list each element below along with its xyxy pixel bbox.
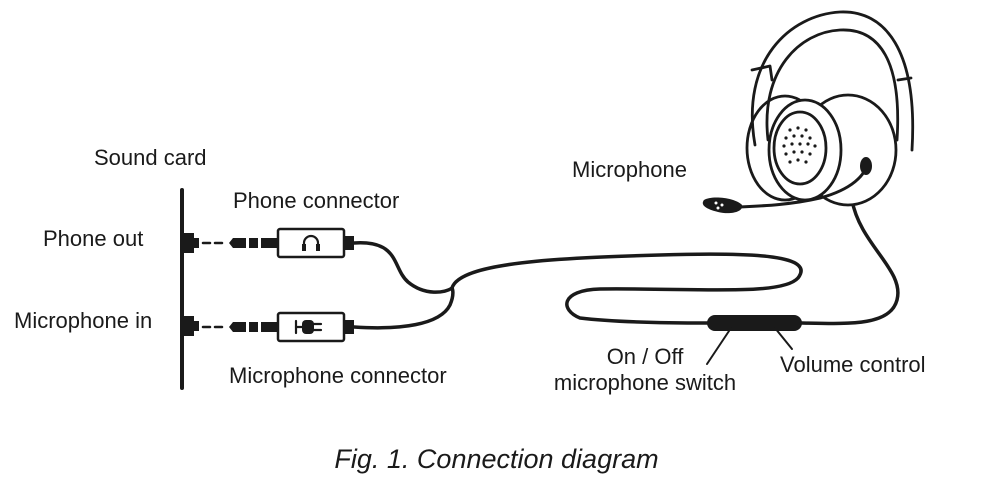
figure-caption: Fig. 1. Connection diagram — [334, 444, 659, 474]
phone-out-jack — [184, 233, 199, 253]
main-cable — [450, 252, 803, 325]
sound-card-label: Sound card — [94, 145, 207, 170]
on-off-line1: On / Off — [606, 344, 684, 369]
mic-cable — [352, 286, 455, 330]
microphone-in-jack — [184, 316, 199, 336]
phone-connector-label: Phone connector — [233, 188, 400, 213]
on-off-switch-label: On / Off microphone switch — [540, 344, 750, 396]
microphone-connector-label: Microphone connector — [229, 363, 447, 388]
headset-illustration — [702, 10, 915, 214]
switch-pointer — [706, 327, 732, 365]
inline-control — [707, 315, 802, 331]
volume-pointer — [774, 327, 793, 350]
microphone-head — [702, 197, 743, 214]
microphone-in-label: Microphone in — [14, 308, 153, 333]
headphones-icon — [302, 234, 320, 251]
microphone-icon — [294, 319, 323, 335]
phone-plug — [229, 227, 354, 259]
volume-control-label: Volume control — [780, 352, 926, 377]
on-off-line2: microphone switch — [553, 370, 737, 395]
phone-cable — [352, 241, 454, 294]
phone-out-label: Phone out — [43, 226, 144, 251]
mic-plug — [229, 311, 354, 343]
microphone-label: Microphone — [572, 157, 687, 182]
